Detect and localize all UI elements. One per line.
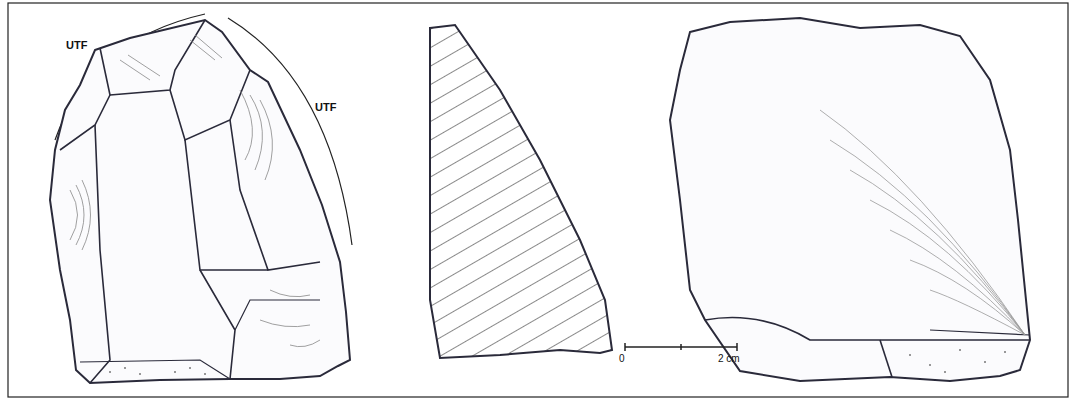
edge-label: UTF bbox=[66, 40, 87, 51]
scale-label: 2 cm bbox=[718, 354, 740, 364]
ripple-marks bbox=[820, 110, 1025, 335]
ripple-marks bbox=[70, 35, 320, 347]
ventral-view bbox=[670, 18, 1030, 381]
frame bbox=[8, 3, 1068, 397]
cortex-dots bbox=[909, 349, 1006, 373]
edge-label: UTF bbox=[315, 102, 336, 113]
scale-bar bbox=[625, 343, 737, 351]
scale-label: 0 bbox=[619, 354, 625, 364]
cross-section bbox=[430, 25, 612, 358]
cortex-dots bbox=[109, 367, 206, 375]
dorsal-view bbox=[50, 20, 350, 383]
